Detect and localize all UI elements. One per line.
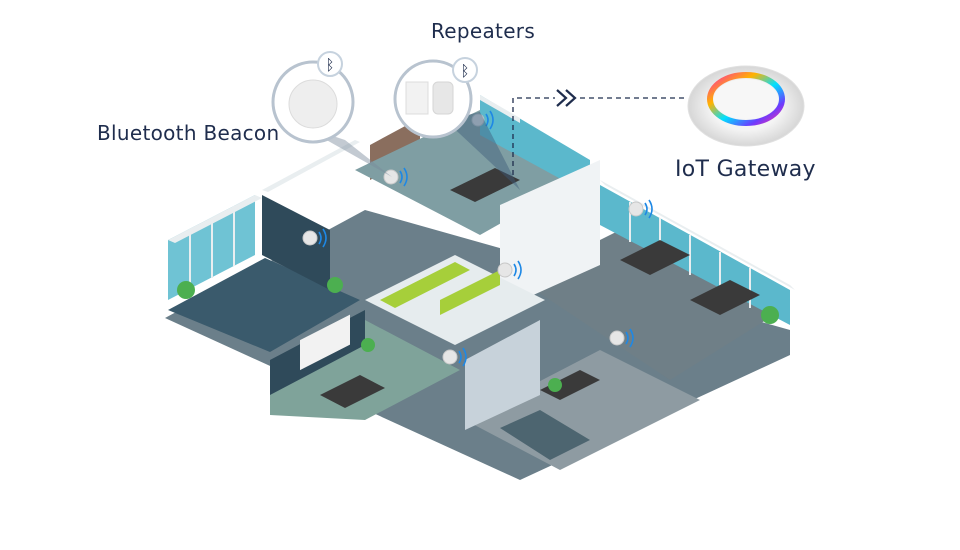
connection-line bbox=[512, 89, 688, 175]
plants bbox=[177, 277, 779, 392]
beacon-device bbox=[383, 169, 399, 185]
repeater-callout-cone bbox=[445, 112, 520, 190]
beacon-callout: ᛒ bbox=[271, 51, 355, 144]
bluetooth-icon: ᛒ bbox=[325, 56, 334, 74]
floor-mat bbox=[500, 410, 590, 460]
beacon-device bbox=[302, 230, 318, 246]
kitchen-counter bbox=[380, 262, 470, 308]
repeater-device-image bbox=[405, 81, 429, 115]
repeater-device-image bbox=[432, 81, 454, 115]
double-chevron-right-icon bbox=[556, 89, 577, 107]
repeater-callout: ᛒ bbox=[393, 57, 478, 139]
wifi-signal-icon bbox=[318, 110, 653, 367]
beacons bbox=[302, 113, 644, 365]
upper-window-wall bbox=[480, 95, 590, 195]
beacon-device bbox=[442, 349, 458, 365]
reception-wall bbox=[465, 320, 540, 430]
desks bbox=[320, 168, 760, 408]
beacon-device bbox=[628, 201, 644, 217]
beacon-device bbox=[497, 262, 513, 278]
iot-gateway-device bbox=[687, 65, 805, 147]
beacon-device bbox=[609, 330, 625, 346]
meeting-room-wall bbox=[262, 195, 330, 290]
building bbox=[165, 95, 795, 480]
beacon-device bbox=[471, 113, 485, 127]
beacon-device-image bbox=[288, 79, 338, 129]
left-office-floor bbox=[168, 258, 360, 352]
repeaters-label: Repeaters bbox=[431, 19, 536, 43]
iot-gateway-label: IoT Gateway bbox=[675, 157, 816, 182]
bluetooth-beacon-label: Bluetooth Beacon bbox=[97, 121, 280, 145]
bluetooth-icon: ᛒ bbox=[460, 62, 469, 80]
